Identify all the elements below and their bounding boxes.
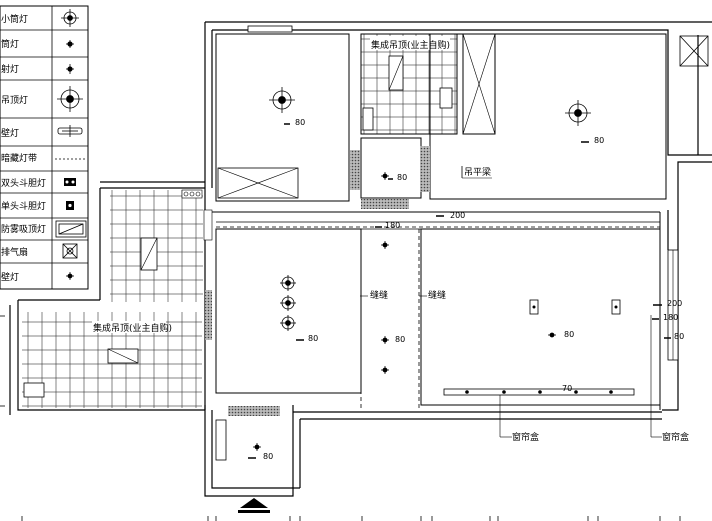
ceiling-lamp-icon bbox=[269, 87, 295, 113]
entrance-arrow-icon bbox=[238, 498, 270, 513]
wall-lamp-icon bbox=[57, 125, 83, 137]
bedroom-1: 80 bbox=[215, 25, 350, 202]
bathroom-top: 集成吊顶(业主自购) bbox=[360, 33, 458, 135]
dim-right-180: 180 bbox=[663, 313, 678, 322]
axis-ticks bbox=[21, 516, 681, 521]
exhaust-fan-icon bbox=[679, 35, 709, 67]
dim-corridor-200: 200 bbox=[450, 211, 465, 220]
gap-right: 缝缝 bbox=[428, 289, 446, 301]
legend-label-3: 射灯 bbox=[1, 63, 19, 75]
legend-label-11: 壁灯 bbox=[1, 271, 19, 283]
curtain-box-left: 窗帘盒 bbox=[512, 431, 539, 443]
left-ticks bbox=[0, 315, 5, 407]
double-grille-lamp-icon bbox=[64, 178, 76, 186]
master-bedroom: 80 吊平梁 bbox=[429, 33, 667, 200]
dim-corridor-mid: 80 bbox=[395, 335, 405, 344]
spotlight-icon bbox=[280, 315, 296, 331]
corridor-middle: 缝缝 缝缝 80 bbox=[360, 229, 446, 410]
dim-bed2: 80 bbox=[594, 136, 604, 145]
dim-right-200: 200 bbox=[667, 299, 682, 308]
balcony: 80 bbox=[215, 406, 280, 461]
living-room: 80 70 窗帘盒 窗帘盒 bbox=[420, 228, 689, 443]
beam-label: 吊平梁 bbox=[464, 166, 491, 178]
gap-left: 缝缝 bbox=[370, 289, 388, 301]
spotlight-icon bbox=[280, 295, 296, 311]
legend-label-7: 双头斗胆灯 bbox=[1, 178, 46, 189]
hall-small: 80 bbox=[350, 137, 430, 209]
legend-label-1: 小筒灯 bbox=[1, 13, 28, 25]
dim-living: 80 bbox=[564, 330, 574, 339]
small-downlight-icon bbox=[61, 9, 79, 27]
legend-label-5: 壁灯 bbox=[1, 127, 19, 139]
right-dims: 200 180 80 bbox=[652, 249, 684, 361]
legend-label-8: 单头斗胆灯 bbox=[1, 200, 46, 212]
legend-label-9: 防雾吸顶灯 bbox=[1, 223, 46, 235]
dim-dining: 80 bbox=[308, 334, 318, 343]
downlight-icon bbox=[381, 172, 389, 180]
dim-bed1: 80 bbox=[295, 118, 305, 127]
legend-label-6: 暗藏灯带 bbox=[1, 152, 37, 164]
bath-top-label: 集成吊顶(业主自购) bbox=[371, 39, 450, 51]
dim-corridor-top: 180 bbox=[385, 221, 400, 230]
spotlight-icon bbox=[280, 275, 296, 291]
legend-label-4: 吊顶灯 bbox=[1, 95, 28, 106]
single-grille-lamp-icon bbox=[66, 201, 74, 210]
spotlight-icon bbox=[66, 64, 74, 74]
fogproof-ceiling-lamp-icon bbox=[55, 220, 87, 238]
legend-label-2: 筒灯 bbox=[1, 38, 19, 50]
bath-left-label: 集成吊顶(业主自购) bbox=[93, 322, 172, 334]
dim-hall: 80 bbox=[397, 173, 407, 182]
downlight-icon bbox=[66, 40, 74, 48]
kitchen-bath-left: 集成吊顶(业主自购) bbox=[22, 189, 213, 408]
corridor-strip: 180 200 bbox=[212, 211, 661, 410]
legend-table: 小筒灯 筒灯 射灯 吊顶灯 壁灯 暗藏灯带 双头斗胆灯 单头斗胆灯 防雾吸顶灯 … bbox=[0, 5, 89, 290]
ceiling-lamp-icon bbox=[57, 86, 83, 112]
dim-living-70: 70 bbox=[562, 384, 572, 393]
wall-lamp-2-icon bbox=[66, 272, 74, 280]
dim-balcony: 80 bbox=[263, 452, 273, 461]
curtain-box-right: 窗帘盒 bbox=[662, 431, 689, 443]
exhaust-fan-icon bbox=[62, 243, 78, 259]
ceiling-lamp-icon bbox=[565, 100, 591, 126]
wardrobe bbox=[462, 33, 496, 135]
legend-label-10: 排气扇 bbox=[1, 246, 28, 258]
dim-right-80: 80 bbox=[674, 332, 684, 341]
dining-room: 80 bbox=[215, 228, 362, 394]
